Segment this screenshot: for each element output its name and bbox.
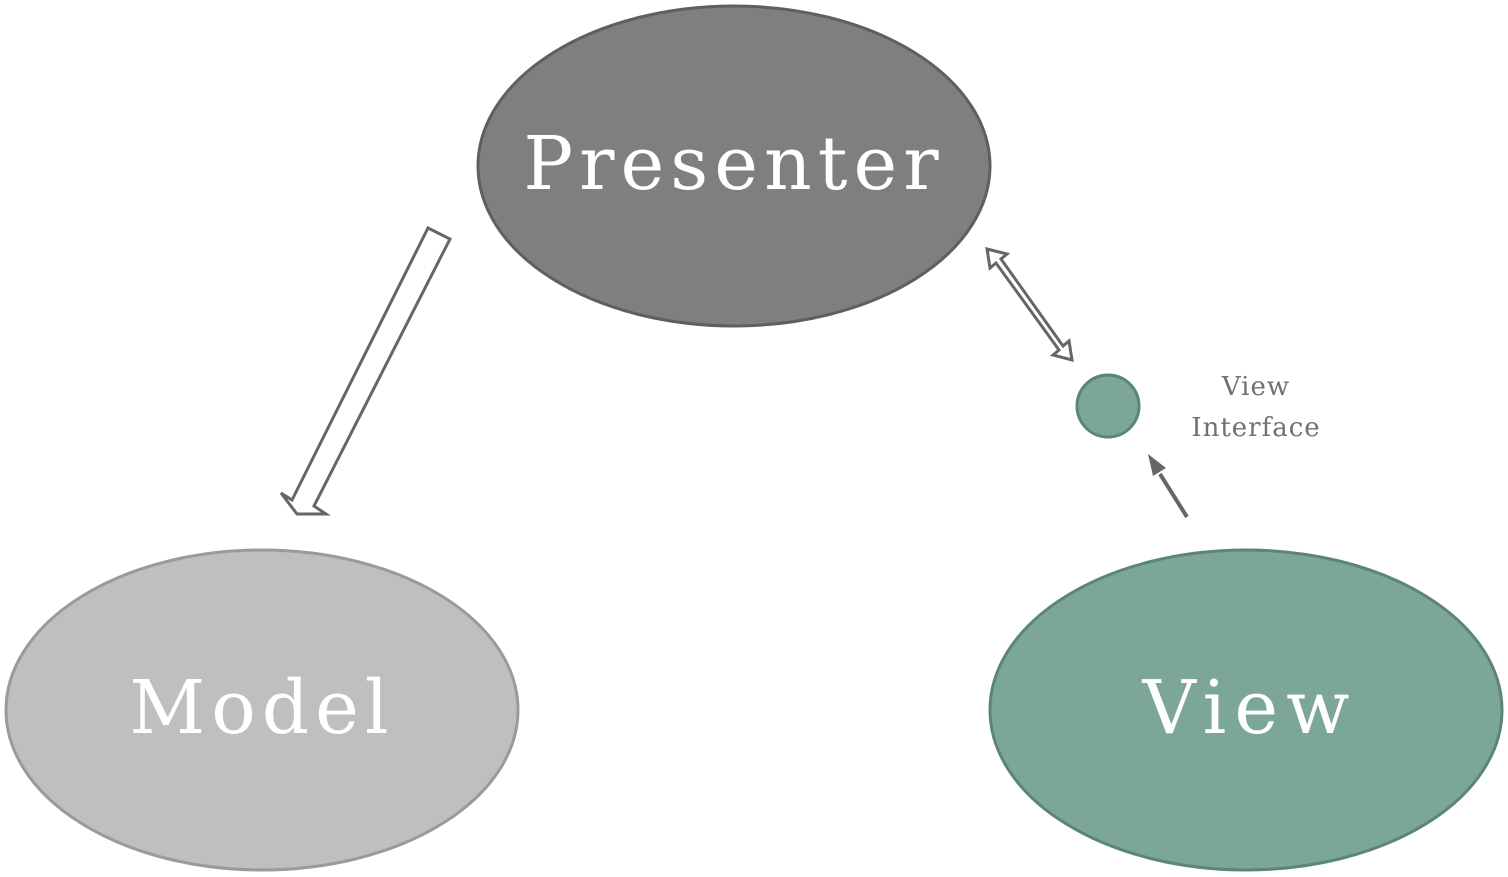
presenter-node[interactable]: Presenter (476, 4, 992, 328)
view-interface-label-line1: View (1221, 372, 1290, 402)
model-node[interactable]: Model (4, 548, 520, 872)
view-to-interface-arrow-head (1148, 454, 1166, 476)
view-label: View (1142, 665, 1358, 751)
presenter-ellipse (476, 4, 992, 328)
view-ellipse (988, 548, 1504, 872)
model-ellipse (4, 548, 520, 872)
view-node[interactable]: View (988, 548, 1504, 872)
presenter-to-model-arrow (279, 225, 453, 516)
view-to-interface-arrow (1148, 454, 1189, 519)
view-interface-circle (1075, 373, 1141, 439)
view-to-interface-arrow-shaft (1158, 472, 1189, 519)
view-interface-label-line2: Interface (1191, 413, 1320, 443)
view-interface-node[interactable]: View Interface (1075, 372, 1321, 443)
presenter-label: Presenter (523, 121, 944, 207)
presenter-view-interface-double-arrow (985, 246, 1074, 363)
model-label: Model (129, 665, 394, 751)
